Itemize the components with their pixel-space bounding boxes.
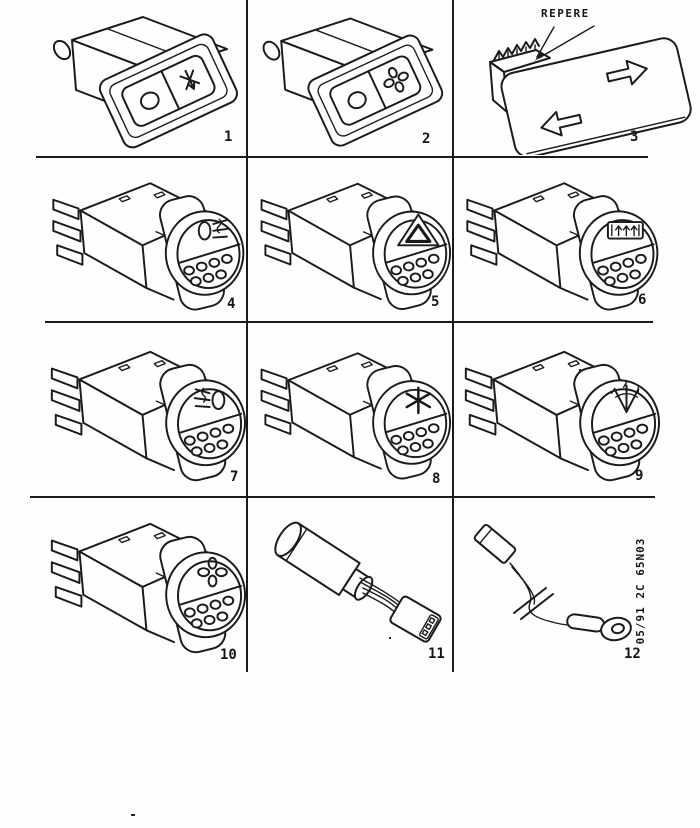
arrow-left-icon — [540, 110, 583, 137]
plate-code-label: 05/91 2C 65N03 — [634, 537, 647, 645]
push-button-switch-illustration — [466, 182, 659, 314]
repere-callout-label: REPERE — [541, 7, 590, 20]
part-cell-3: 3 — [454, 2, 700, 155]
part-number: 4 — [227, 296, 236, 312]
earth-lead-illustration — [473, 523, 632, 642]
bulb-holder-barrel — [274, 521, 374, 601]
part-number: 11 — [428, 646, 445, 662]
part-number: 2 — [422, 131, 431, 147]
part-number: 5 — [431, 294, 440, 310]
part-cell-5: 5 — [250, 160, 460, 322]
scan-speck — [389, 637, 391, 639]
push-button-switch-illustration — [260, 352, 452, 483]
fan-clover-icon — [197, 556, 228, 588]
rocker-switch-illustration — [49, 16, 242, 152]
part-number: 1 — [224, 129, 233, 145]
grid-line-vertical-1 — [246, 0, 248, 672]
part-cell-8: 8 — [250, 328, 460, 496]
part-number: 9 — [635, 468, 644, 484]
part-cell-7: 7 — [40, 328, 250, 496]
scan-speck — [131, 814, 135, 816]
fan-clover-icon — [383, 67, 409, 93]
part-number: 8 — [432, 471, 441, 487]
push-button-switch-illustration — [50, 522, 247, 657]
arrow-right-icon — [605, 59, 648, 86]
part-number: 12 — [624, 646, 641, 662]
blower-heat-icon — [179, 69, 201, 91]
part-cell-12: 12 — [454, 500, 700, 668]
plug-connector — [389, 595, 442, 643]
rear-fog-lamp-icon — [193, 387, 226, 410]
push-button-switch-illustration — [464, 350, 661, 485]
window-lifter-switch-illustration — [489, 25, 692, 155]
part-number: 10 — [220, 647, 237, 663]
fan-asterisk-icon — [405, 386, 432, 415]
part-cell-6: 6 — [454, 160, 700, 322]
push-button-switch-illustration — [50, 350, 247, 485]
demister-fan-icon — [611, 381, 640, 413]
part-cell-1: 1 — [40, 2, 246, 155]
rocker-switch-illustration — [259, 17, 447, 150]
part-cell-2: 2 — [250, 2, 450, 155]
push-button-switch-illustration — [52, 182, 245, 314]
push-button-switch-illustration — [260, 182, 452, 314]
ring-terminal — [600, 616, 632, 642]
callout-arrow — [535, 25, 595, 61]
part-cell-10: 10 — [40, 500, 250, 668]
hazard-triangle-icon — [397, 213, 440, 247]
part-cell-11: 11 — [250, 500, 452, 668]
grid-line-horizontal-1 — [36, 156, 648, 158]
scan-speck — [579, 369, 581, 371]
break-marks — [513, 587, 554, 620]
part-number: 7 — [230, 469, 239, 485]
grid-line-horizontal-3 — [30, 496, 655, 498]
part-number: 6 — [638, 292, 647, 308]
part-cell-4: 4 — [40, 160, 250, 322]
adapter-lead-illustration — [274, 521, 442, 643]
spade-terminal — [473, 523, 517, 564]
grid-line-vertical-2 — [452, 0, 454, 672]
connector-pins — [489, 38, 551, 113]
grid-line-horizontal-2 — [45, 321, 653, 323]
part-number: 3 — [630, 129, 639, 145]
sleeve — [566, 613, 606, 633]
part-cell-9: 9 — [454, 328, 700, 496]
heated-rear-window-icon — [606, 221, 644, 240]
front-fog-lamp-icon — [197, 218, 229, 241]
